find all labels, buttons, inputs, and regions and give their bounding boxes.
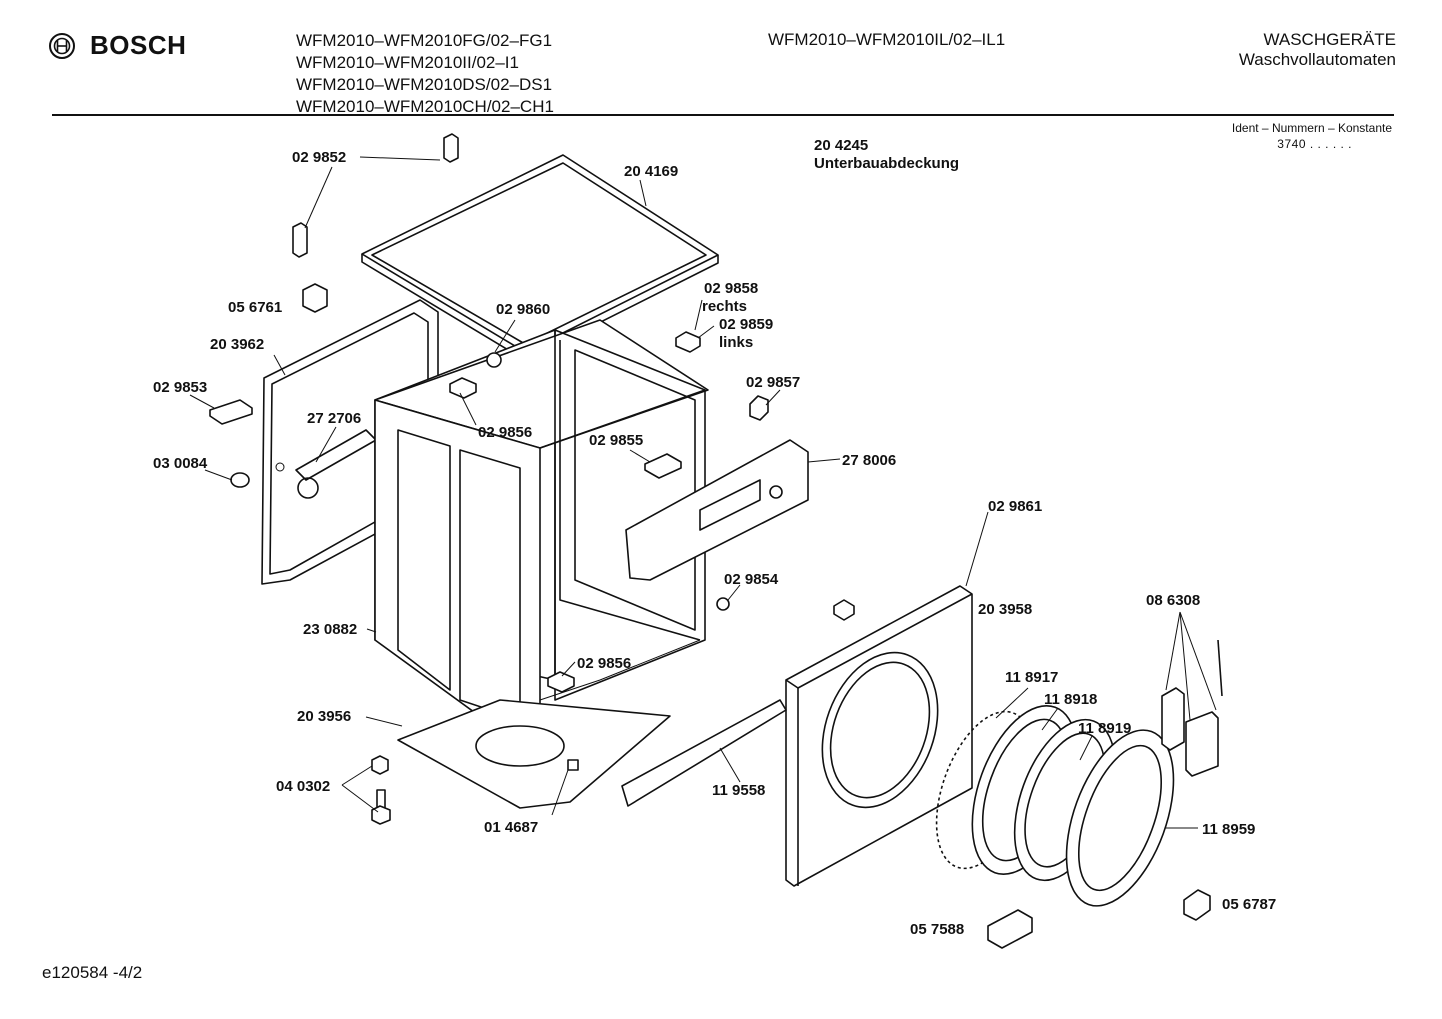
label-040302: 04 0302 (276, 778, 330, 795)
latch-part-056787 (1183, 889, 1211, 921)
label-203956: 20 3956 (297, 708, 351, 725)
note-number: 20 4245 (814, 137, 868, 154)
label-118918: 11 8918 (1044, 691, 1097, 708)
ident-label: Ident – Nummern – Konstante (1231, 121, 1392, 135)
label-118919: 11 8919 (1078, 720, 1131, 737)
note-text: Unterbauabdeckung (814, 155, 959, 172)
label-029853: 02 9853 (153, 379, 207, 396)
cabinet-frame-part (374, 319, 709, 761)
model-center: WFM2010–WFM2010IL/02–IL1 (768, 30, 1006, 49)
lock-part-057588 (987, 909, 1033, 949)
plug-part-029854 (716, 597, 730, 611)
label-030084: 03 0084 (153, 455, 208, 472)
door-assembly-part (935, 705, 1175, 907)
hinge-part-029857 (749, 395, 769, 421)
label-029861: 02 9861 (988, 498, 1042, 515)
switch-part-056761 (302, 283, 328, 313)
brand-block: BOSCH (48, 30, 186, 61)
control-panel-part (625, 439, 809, 581)
category-subtitle: Waschvollautomaten (1238, 50, 1396, 69)
bosch-logo-icon (49, 32, 75, 59)
clip-part-029856-top (449, 377, 477, 399)
label-029859: 02 9859 (719, 316, 773, 333)
label-118917: 11 8917 (1005, 669, 1058, 686)
clip-part-029855 (644, 453, 682, 479)
category-block: WASCHGERÄTE Waschvollautomaten (1239, 30, 1396, 70)
header-divider (52, 114, 1394, 116)
ident-code: 3740 . . . . . . (1277, 137, 1352, 151)
label-204169: 20 4169 (624, 163, 678, 180)
label-057588: 05 7588 (910, 921, 964, 938)
label-278006: 27 8006 (842, 452, 896, 469)
ident-block: Ident – Nummern – Konstante 3740 . . . .… (1232, 120, 1392, 152)
label-029858: 02 9858 (704, 280, 758, 297)
label-203958: 20 3958 (978, 601, 1032, 618)
label-230882: 23 0882 (303, 621, 357, 638)
label-056761: 05 6761 (228, 299, 282, 316)
label-203962: 20 3962 (210, 336, 264, 353)
model-list: WFM2010–WFM2010FG/02–FG1 WFM2010–WFM2010… (296, 30, 554, 118)
hinge-part-086308 (1161, 639, 1223, 777)
label-014687: 01 4687 (484, 819, 538, 836)
stop-part-029858 (675, 331, 701, 353)
label-029857: 02 9857 (746, 374, 800, 391)
label-029856-top: 02 9856 (478, 424, 532, 441)
strip-part-119558 (621, 699, 787, 807)
label-029860: 02 9860 (496, 301, 550, 318)
model-line: WFM2010–WFM2010FG/02–FG1 (296, 31, 553, 50)
base-plate-part (397, 699, 671, 809)
label-086308: 08 6308 (1146, 592, 1200, 609)
model-line: WFM2010–WFM2010II/02–I1 (296, 53, 519, 72)
label-118959: 11 8959 (1202, 821, 1255, 838)
label-029856-bottom: 02 9856 (577, 655, 631, 672)
label-links: links (719, 334, 753, 351)
label-029855: 02 9855 (589, 432, 643, 449)
footer-code: e120584 -4/2 (42, 963, 143, 982)
brand-name: BOSCH (90, 30, 187, 60)
label-119558: 11 9558 (712, 782, 765, 799)
model-line: WFM2010–WFM2010CH/02–CH1 (296, 97, 554, 116)
clip-part-029852 (292, 133, 459, 258)
category-title: WASCHGERÄTE (1263, 30, 1396, 49)
label-272706: 27 2706 (307, 410, 361, 427)
grommet-part-029860 (486, 352, 502, 368)
clip-part-014687 (567, 759, 579, 771)
label-029854: 02 9854 (724, 571, 779, 588)
foot-part-040302 (371, 755, 391, 825)
label-rechts: rechts (702, 298, 747, 315)
leader-lines (189, 156, 1217, 829)
bracket-part-029853 (209, 399, 253, 425)
model-line: WFM2010–WFM2010DS/02–DS1 (296, 75, 553, 94)
cap-part-030084 (230, 472, 250, 488)
label-056787: 05 6787 (1222, 896, 1276, 913)
label-029852: 02 9852 (292, 149, 346, 166)
clip-part-029856-bottom (547, 671, 575, 693)
front-panel-part (785, 585, 973, 887)
